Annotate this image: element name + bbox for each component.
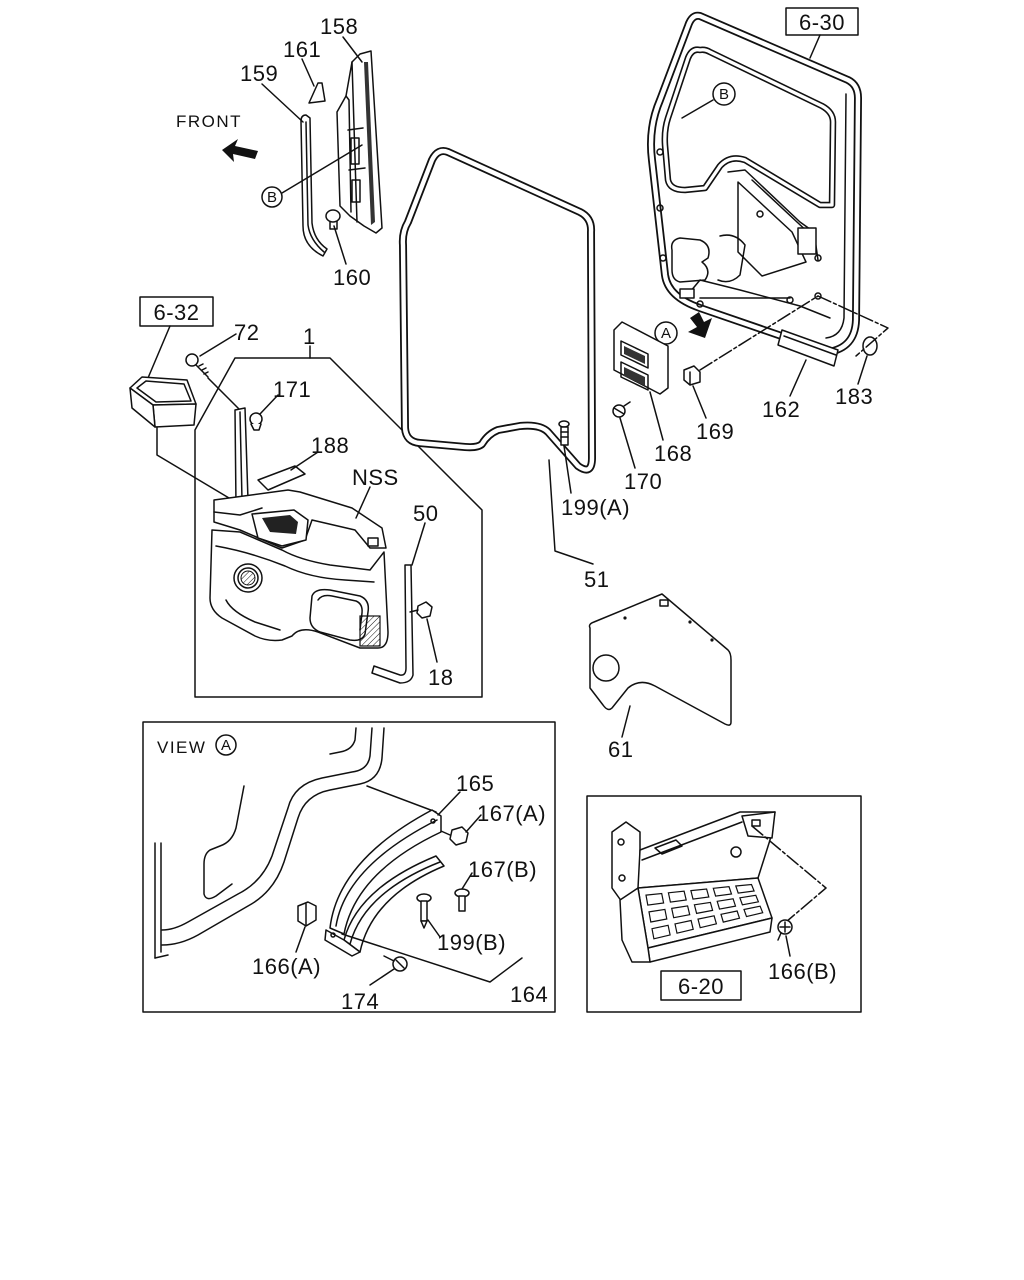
ref-6-32: 6-32 <box>153 300 199 325</box>
clip-171 <box>249 412 263 431</box>
weatherstrip-159 <box>300 114 328 257</box>
door-panel-group: 6-30 B <box>612 7 889 494</box>
circled-ref-a: A <box>654 321 678 345</box>
circled-ref-b-door: B <box>712 82 736 106</box>
door-inner-panel <box>647 11 862 356</box>
step-panel: 6-20 166(B) <box>586 795 862 1013</box>
callout-199b: 199(B) <box>437 930 506 955</box>
insulator-61 <box>588 593 732 726</box>
callout-166a: 166(A) <box>252 954 321 979</box>
screw-170 <box>612 401 631 418</box>
insulator-group: 61 <box>588 593 732 762</box>
tread-slot <box>670 905 691 919</box>
screw-174 <box>383 955 408 972</box>
tread-slots <box>645 883 764 940</box>
callout-167b: 167(B) <box>468 857 537 882</box>
tread-slot <box>648 908 668 923</box>
callout-166b: 166(B) <box>768 959 837 984</box>
view-a-panel: VIEW A <box>142 721 556 1014</box>
pocket-tray <box>129 376 197 428</box>
callout-159: 159 <box>240 61 278 86</box>
clip-169 <box>683 365 701 386</box>
circled-ref-b: B <box>261 186 283 208</box>
clip-199a <box>558 420 570 446</box>
tread-slot <box>667 890 687 903</box>
callout-158: 158 <box>320 14 358 39</box>
pillar-trim-158 <box>336 50 383 234</box>
tread-slot <box>712 886 733 897</box>
callout-171: 171 <box>273 377 311 402</box>
callout-162: 162 <box>762 397 800 422</box>
callout-18: 18 <box>428 665 453 690</box>
bracket-168 <box>613 321 669 395</box>
circled-ref-a-letter: A <box>661 325 671 342</box>
screw-18 <box>409 601 433 619</box>
callout-160: 160 <box>333 265 371 290</box>
callout-165: 165 <box>456 771 494 796</box>
tread-slot <box>693 901 714 915</box>
front-label: FRONT <box>176 112 242 131</box>
door-trim-group: 6-32 <box>129 296 483 698</box>
view-a-title: VIEW <box>157 738 206 757</box>
view-a-arrow-icon <box>688 312 712 338</box>
garnish-164 <box>324 855 445 957</box>
assembly-outline-1 <box>194 357 483 698</box>
front-arrow-icon <box>222 139 258 162</box>
tread-slot <box>674 919 694 934</box>
callout-164: 164 <box>510 982 548 1007</box>
trim-panel-nss <box>209 489 389 649</box>
tread-slot <box>720 910 741 923</box>
callout-169: 169 <box>696 419 734 444</box>
callout-170: 170 <box>624 469 662 494</box>
tread-slot <box>739 894 760 906</box>
callout-51: 51 <box>584 567 609 592</box>
view-a-circled-letter: A <box>215 734 237 756</box>
pillar-trim-group: 158 161 159 FRONT B 160 <box>176 14 383 290</box>
ref-6-30: 6-30 <box>799 10 845 35</box>
ref-box-6-20: 6-20 <box>660 970 742 1001</box>
tread-slot <box>743 905 764 918</box>
garnish-165 <box>329 809 442 935</box>
circled-ref-b-door-letter: B <box>719 86 729 103</box>
callout-183: 183 <box>835 384 873 409</box>
tread-slot <box>645 892 665 906</box>
screw-166b <box>777 919 793 941</box>
callout-199a: 199(A) <box>561 495 630 520</box>
callout-168: 168 <box>654 441 692 466</box>
pad-188 <box>257 465 306 491</box>
callout-61: 61 <box>608 737 633 762</box>
door-seal-51 <box>398 147 596 474</box>
door-seal-group: 199(A) 51 <box>398 147 630 592</box>
tread-slot <box>690 888 710 900</box>
callout-167a: 167(A) <box>477 801 546 826</box>
callout-1: 1 <box>303 324 316 349</box>
strip-162 <box>777 329 839 367</box>
callout-nss: NSS <box>352 465 399 490</box>
screw-167a <box>440 826 469 846</box>
callout-161: 161 <box>283 37 321 62</box>
wedge-161 <box>308 82 326 104</box>
ref-box-6-32: 6-32 <box>139 296 214 327</box>
ref-box-6-30: 6-30 <box>785 7 859 36</box>
circled-ref-b-letter: B <box>267 189 277 206</box>
door-contour <box>154 727 385 959</box>
clip-166a <box>297 901 317 927</box>
tread-slot <box>716 898 737 910</box>
callout-174: 174 <box>341 989 379 1014</box>
tread-slot <box>734 883 755 894</box>
clip-160 <box>325 209 341 230</box>
weatherstrip-50 <box>371 564 414 684</box>
leader-lines <box>261 36 363 265</box>
callout-72: 72 <box>234 320 259 345</box>
clip-199b <box>416 893 432 929</box>
callout-50: 50 <box>413 501 438 526</box>
view-a-letter: A <box>221 737 231 754</box>
callout-188: 188 <box>311 433 349 458</box>
screw-72 <box>185 353 209 378</box>
tread-slot <box>697 915 718 929</box>
ref-6-20: 6-20 <box>678 974 724 999</box>
tread-slot <box>651 924 671 940</box>
step-assembly <box>611 811 776 963</box>
